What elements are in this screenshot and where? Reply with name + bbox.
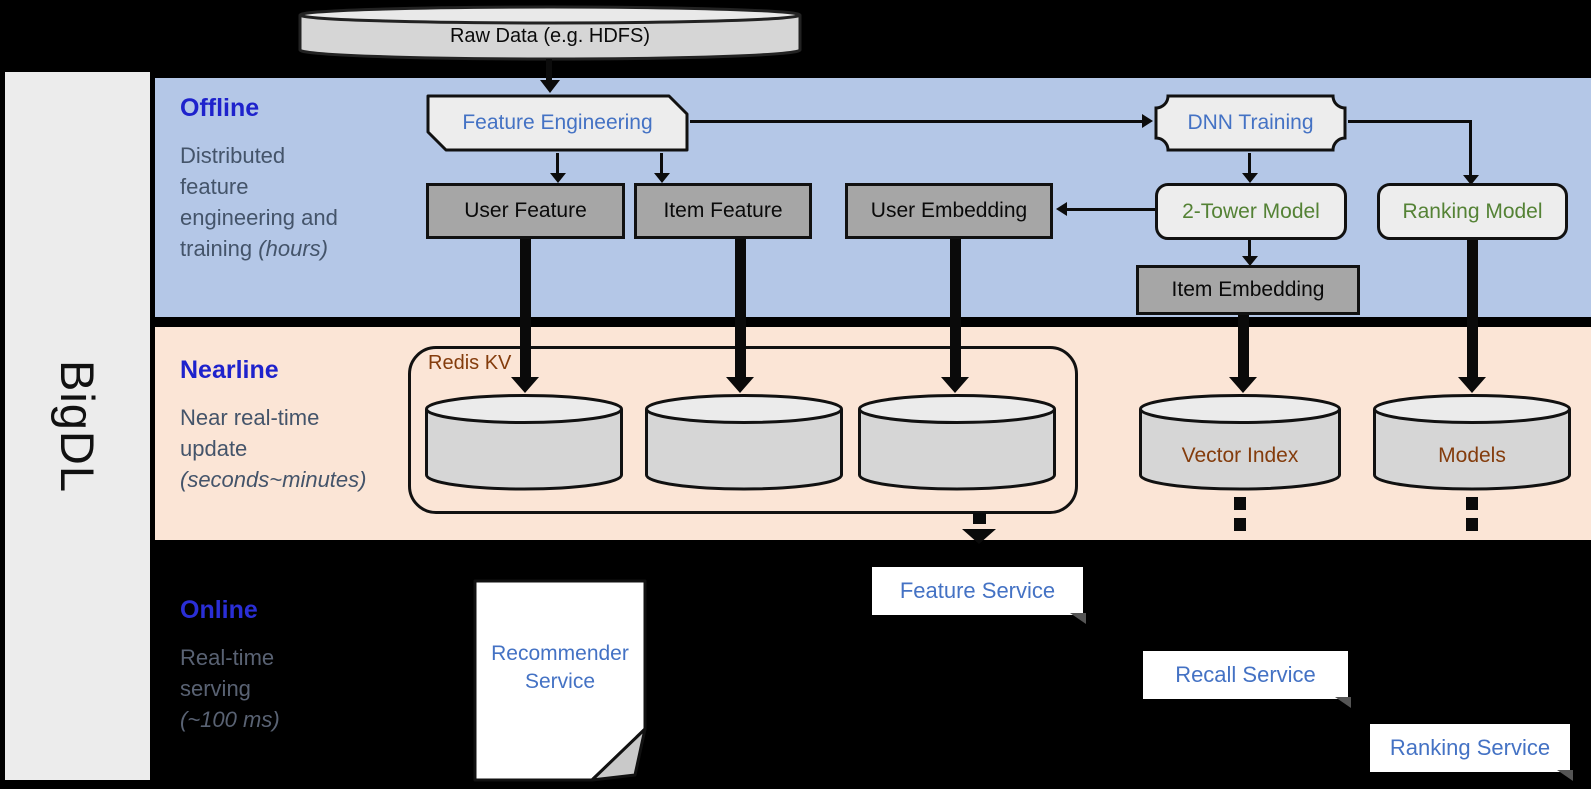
arrow-twotower-to-itemembedding [1248,240,1251,257]
feature-service-label: Feature Service [899,578,1056,603]
arrowhead-rankingmodel-to-models [1458,377,1486,393]
arrowhead-rawdata-to-fe [540,80,560,93]
models-cylinder-icon: Models [1372,392,1572,492]
feature-service-box: Feature Service [872,567,1086,624]
arrow-dnn-to-twotower [1248,153,1251,174]
online-section-desc: Real-time serving (~100 ms) [180,642,280,735]
arrowhead-userembedding-to-redis [941,377,969,393]
raw-data-cylinder-icon: Raw Data (e.g. HDFS) [298,4,802,61]
item-embedding-label: Item Embedding [1171,278,1325,301]
dnn-training-box: DNN Training [1153,93,1348,153]
offline-desc-line: engineering and [180,205,338,230]
redis-shard-cylinder-icon [644,392,844,492]
ranking-service-label: Ranking Service [1389,735,1551,760]
nearline-desc-line: Near real-time [180,405,320,430]
arrowhead-redis-to-featureservice [962,529,996,544]
arrow-dnn-to-ranking-h [1348,120,1472,123]
item-embedding-box: Item Embedding [1136,265,1360,315]
user-feature-label: User Feature [464,199,587,222]
redis-kv-label: Redis KV [428,352,512,374]
arrowhead-itemembedding-to-vectorindex [1229,377,1257,393]
arrowhead-twotower-to-userembedding [1056,202,1067,216]
arrow-fe-to-itemfeature [660,153,663,174]
arrow-fe-to-userfeature [556,153,559,174]
two-tower-model-label: 2-Tower Model [1182,199,1320,223]
item-feature-label: Item Feature [663,199,783,222]
arrowhead-twotower-to-itemembedding [1242,256,1258,266]
feature-engineering-label: Feature Engineering [462,111,653,134]
recommender-service-document: Recommender Service [473,579,647,782]
nearline-desc-line: update [180,436,248,461]
item-feature-box: Item Feature [634,183,812,239]
arrow-rankingmodel-to-models [1467,240,1478,377]
arrow-itemfeature-to-redis [735,239,746,377]
offline-section-title: Offline [180,94,260,122]
offline-desc-line: training [180,236,253,261]
arrow-userfeature-to-redis [520,239,531,377]
arrowhead-itemfeature-to-redis [726,377,754,393]
arrow-userembedding-to-redis [950,239,961,377]
dashed-arrow-models-to-ranking [1466,518,1478,531]
arrow-fe-to-dnn [690,120,1142,123]
vector-index-label: Vector Index [1181,444,1299,467]
offline-desc-line: feature [180,174,249,199]
dashed-arrow-models-to-ranking [1466,497,1478,510]
nearline-section-title: Nearline [180,356,279,384]
redis-shard-cylinder-icon [857,392,1057,492]
user-embedding-box: User Embedding [845,183,1053,239]
bigdl-sidebar: BigDL [5,72,150,780]
recall-service-box: Recall Service [1143,651,1351,708]
offline-section-desc: Distributed feature engineering and trai… [180,140,338,264]
ranking-model-label: Ranking Model [1402,199,1543,223]
recall-service-label: Recall Service [1175,662,1316,687]
models-label: Models [1438,444,1506,467]
arrowhead-fe-to-userfeature [550,173,566,183]
dashed-arrow-redis-to-featureservice [973,513,986,524]
arrowhead-fe-to-itemfeature [654,173,670,183]
offline-desc-em: (hours) [258,236,328,261]
nearline-section-desc: Near real-time update (seconds~minutes) [180,402,366,495]
dashed-arrow-vectorindex-to-recall [1234,518,1246,531]
two-tower-model-box: 2-Tower Model [1155,183,1347,240]
ranking-service-box: Ranking Service [1370,724,1573,781]
arrow-itemembedding-to-vectorindex [1238,315,1249,377]
ranking-model-box: Ranking Model [1377,183,1568,240]
recommender-service-label: Recommender Service [491,642,629,694]
user-embedding-label: User Embedding [870,199,1028,222]
vector-index-cylinder-icon: Vector Index [1138,392,1342,492]
offline-desc-line: Distributed [180,143,286,168]
dnn-training-label: DNN Training [1187,111,1314,134]
bigdl-logo-text: BigDL [50,359,104,493]
online-desc-em: (~100 ms) [180,707,280,732]
online-desc-line: serving [180,676,251,701]
user-feature-box: User Feature [426,183,625,239]
online-desc-line: Real-time [180,645,275,670]
dashed-arrow-vectorindex-to-recall [1234,497,1246,510]
arrowhead-dnn-to-twotower [1242,173,1258,183]
arrowhead-dnn-to-ranking [1463,175,1479,185]
arrow-rawdata-to-fe [546,59,552,81]
feature-engineering-box: Feature Engineering [425,93,690,153]
redis-shard-cylinder-icon [424,392,624,492]
arrow-dnn-to-ranking-v [1469,120,1472,176]
nearline-desc-em: (seconds~minutes) [180,467,367,492]
arrowhead-fe-to-dnn [1142,114,1153,128]
online-section-title: Online [180,596,258,624]
arrow-twotower-to-userembedding [1066,208,1155,211]
arrowhead-userfeature-to-redis [511,377,539,393]
raw-data-label: Raw Data (e.g. HDFS) [449,25,651,47]
